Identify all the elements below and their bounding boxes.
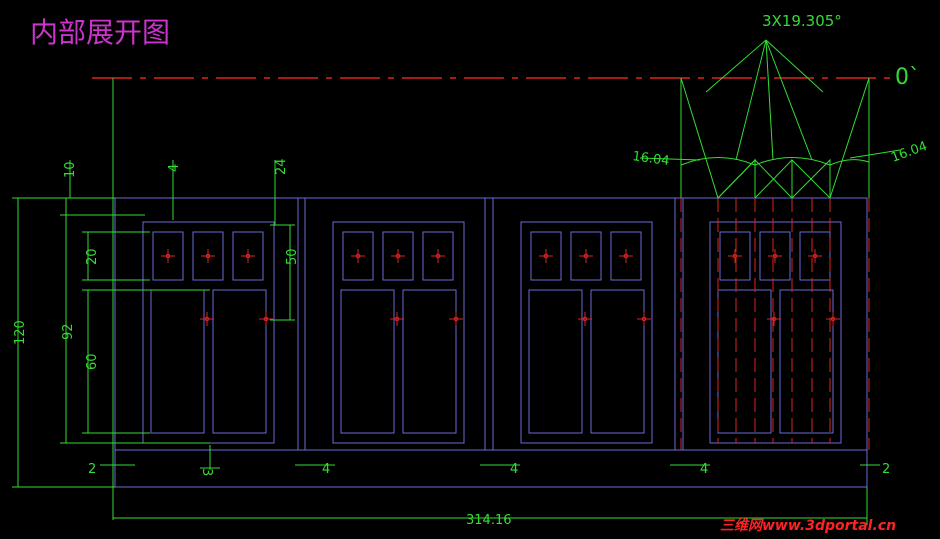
left-angle-dim: 16.04 bbox=[631, 149, 670, 169]
zero-angle-label: 0` bbox=[895, 65, 920, 90]
unit-2-small-cross-2-dot bbox=[395, 253, 401, 259]
dim-24: 24 bbox=[274, 158, 289, 175]
dim-4-a: 4 bbox=[322, 462, 330, 477]
dim-2-left: 2 bbox=[88, 462, 96, 477]
angle-construction bbox=[639, 39, 901, 200]
unit-1-large-window-1 bbox=[150, 289, 205, 434]
dim-4-top: 4 bbox=[167, 164, 182, 172]
unit-1-small-cross-1-dot bbox=[165, 253, 171, 259]
angle-count-label: 3X19.305° bbox=[762, 12, 842, 30]
unit-3-large-window-2 bbox=[590, 289, 645, 434]
unit-2-small-window-1 bbox=[342, 231, 374, 281]
dim-3: 3 bbox=[199, 468, 214, 476]
unit-1-small-cross-2-dot bbox=[205, 253, 211, 259]
dim-50: 50 bbox=[285, 248, 300, 265]
unit-3-mid-cross-1-dot bbox=[582, 316, 588, 322]
unit-3-small-window-3 bbox=[610, 231, 642, 281]
watermark: 三维网www.3dportal.cn bbox=[720, 517, 896, 534]
unit-4-mid-cross-1-dot bbox=[771, 316, 777, 322]
right-angle-dim: 16.04 bbox=[889, 139, 929, 166]
dim-92: 92 bbox=[61, 323, 76, 340]
unit-3-small-cross-2-dot bbox=[583, 253, 589, 259]
unit-3-small-cross-1-dot bbox=[543, 253, 549, 259]
unit-3-small-window-2 bbox=[570, 231, 602, 281]
unit-4-small-cross-3-dot bbox=[812, 253, 818, 259]
left-dimension-lines bbox=[12, 78, 880, 525]
dim-4-b: 4 bbox=[510, 462, 518, 477]
unit-4-small-cross-1-dot bbox=[732, 253, 738, 259]
unit-2-small-window-2 bbox=[382, 231, 414, 281]
drawing-title: 内部展开图 bbox=[30, 16, 170, 49]
dim-120: 120 bbox=[13, 320, 28, 345]
unit-1-small-window-2 bbox=[192, 231, 224, 281]
unit-1-mid-cross-2-dot bbox=[263, 316, 269, 322]
unit-4-small-window-2 bbox=[759, 231, 791, 281]
unit-3-frame bbox=[520, 221, 653, 444]
unit-1-mid-cross-1-dot bbox=[204, 316, 210, 322]
unit-1-small-cross-3-dot bbox=[245, 253, 251, 259]
unit-3-small-cross-3-dot bbox=[623, 253, 629, 259]
unit-2-mid-cross-2-dot bbox=[453, 316, 459, 322]
cabinet-units bbox=[142, 198, 870, 450]
unit-3-small-window-1 bbox=[530, 231, 562, 281]
dim-2-right: 2 bbox=[882, 462, 890, 477]
unit-1-small-window-3 bbox=[232, 231, 264, 281]
unit-4-mid-cross-2-dot bbox=[830, 316, 836, 322]
outer-panel bbox=[114, 197, 868, 488]
unit-2-small-cross-3-dot bbox=[435, 253, 441, 259]
unit-4-small-window-1 bbox=[719, 231, 751, 281]
unit-1-small-window-1 bbox=[152, 231, 184, 281]
unit-1-large-window-2 bbox=[212, 289, 267, 434]
dim-4-c: 4 bbox=[700, 462, 708, 477]
unit-3-mid-cross-2-dot bbox=[641, 316, 647, 322]
unit-4-large-window-2 bbox=[779, 289, 834, 434]
unit-2-frame bbox=[332, 221, 465, 444]
unit-4-small-cross-2-dot bbox=[772, 253, 778, 259]
unit-4-small-window-3 bbox=[799, 231, 831, 281]
dim-10: 10 bbox=[63, 161, 78, 178]
unit-4-large-window-1 bbox=[717, 289, 772, 434]
unit-3-large-window-1 bbox=[528, 289, 583, 434]
dim-60: 60 bbox=[85, 353, 100, 370]
unit-2-large-window-2 bbox=[402, 289, 457, 434]
unit-2-large-window-1 bbox=[340, 289, 395, 434]
unit-2-small-cross-1-dot bbox=[355, 253, 361, 259]
dim-20: 20 bbox=[85, 248, 100, 265]
dim-total-width: 314.16 bbox=[466, 513, 512, 528]
unit-2-small-window-3 bbox=[422, 231, 454, 281]
unit-2-mid-cross-1-dot bbox=[394, 316, 400, 322]
unit-4-frame bbox=[709, 221, 842, 444]
